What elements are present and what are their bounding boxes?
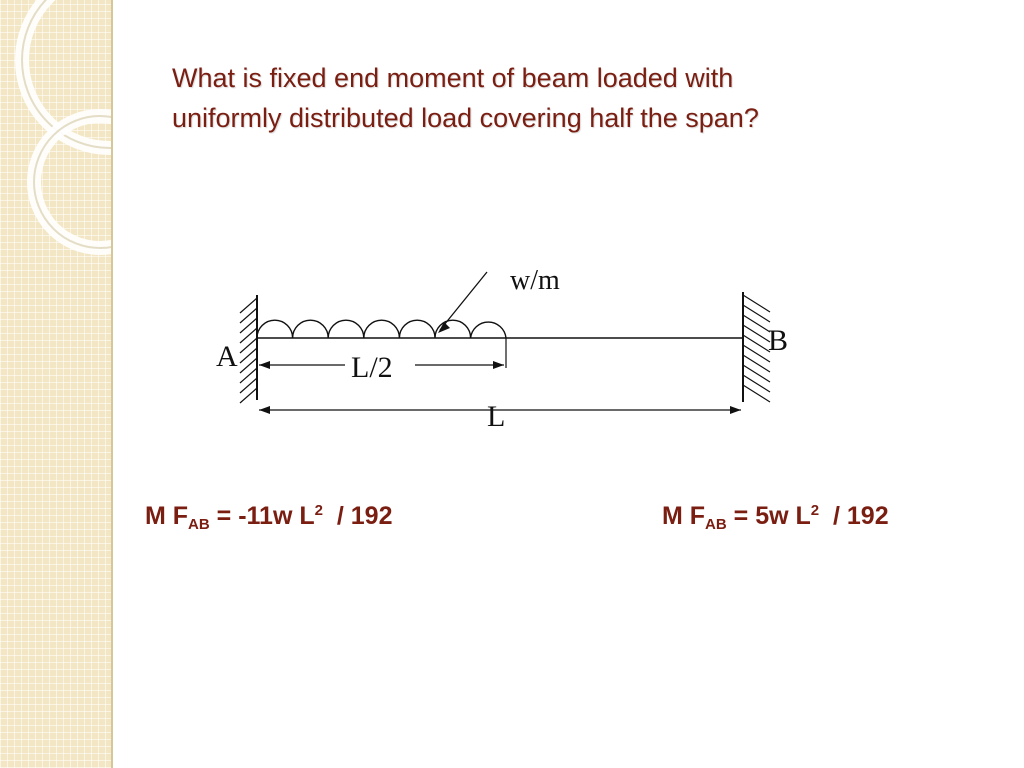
decorative-sidebar: [0, 0, 113, 768]
support-b-label: B: [768, 324, 788, 357]
span-dimension: [259, 406, 741, 414]
fixed-support-b: [742, 292, 771, 403]
beam-diagram: w/m A B L/2 L: [216, 265, 788, 433]
formula-subscript: AB: [705, 516, 727, 533]
half-span-label: L/2: [351, 351, 393, 384]
fixed-support-a: [239, 295, 258, 404]
fixed-end-moment-formula-a: M FAB = -11w L2 / 192: [145, 502, 392, 533]
formula-middle: = -11w L: [209, 502, 315, 530]
sidebar-divider: [111, 0, 113, 768]
title-line-2: uniformly distributed load covering half…: [172, 103, 759, 133]
slide-title: What is fixed end moment of beam loaded …: [172, 58, 932, 138]
title-line-1: What is fixed end moment of beam loaded …: [172, 63, 734, 93]
support-a-label: A: [216, 340, 238, 373]
distributed-load: [256, 319, 507, 339]
formula-suffix: / 192: [819, 502, 889, 530]
fixed-end-moment-formula-b: M FAB = 5w L2 / 192: [662, 502, 889, 533]
formula-subscript: AB: [188, 516, 210, 533]
formula-suffix: / 192: [322, 502, 393, 530]
span-label: L: [487, 400, 505, 433]
load-leader-arrow: [438, 271, 488, 333]
decorative-rings: [15, 0, 113, 255]
load-label: w/m: [510, 265, 560, 296]
formula-prefix: M F: [662, 502, 706, 530]
formula-exponent: 2: [314, 502, 323, 519]
formula-exponent: 2: [810, 502, 820, 519]
formula-middle: = 5w L: [726, 502, 811, 530]
formula-prefix: M F: [145, 502, 189, 530]
